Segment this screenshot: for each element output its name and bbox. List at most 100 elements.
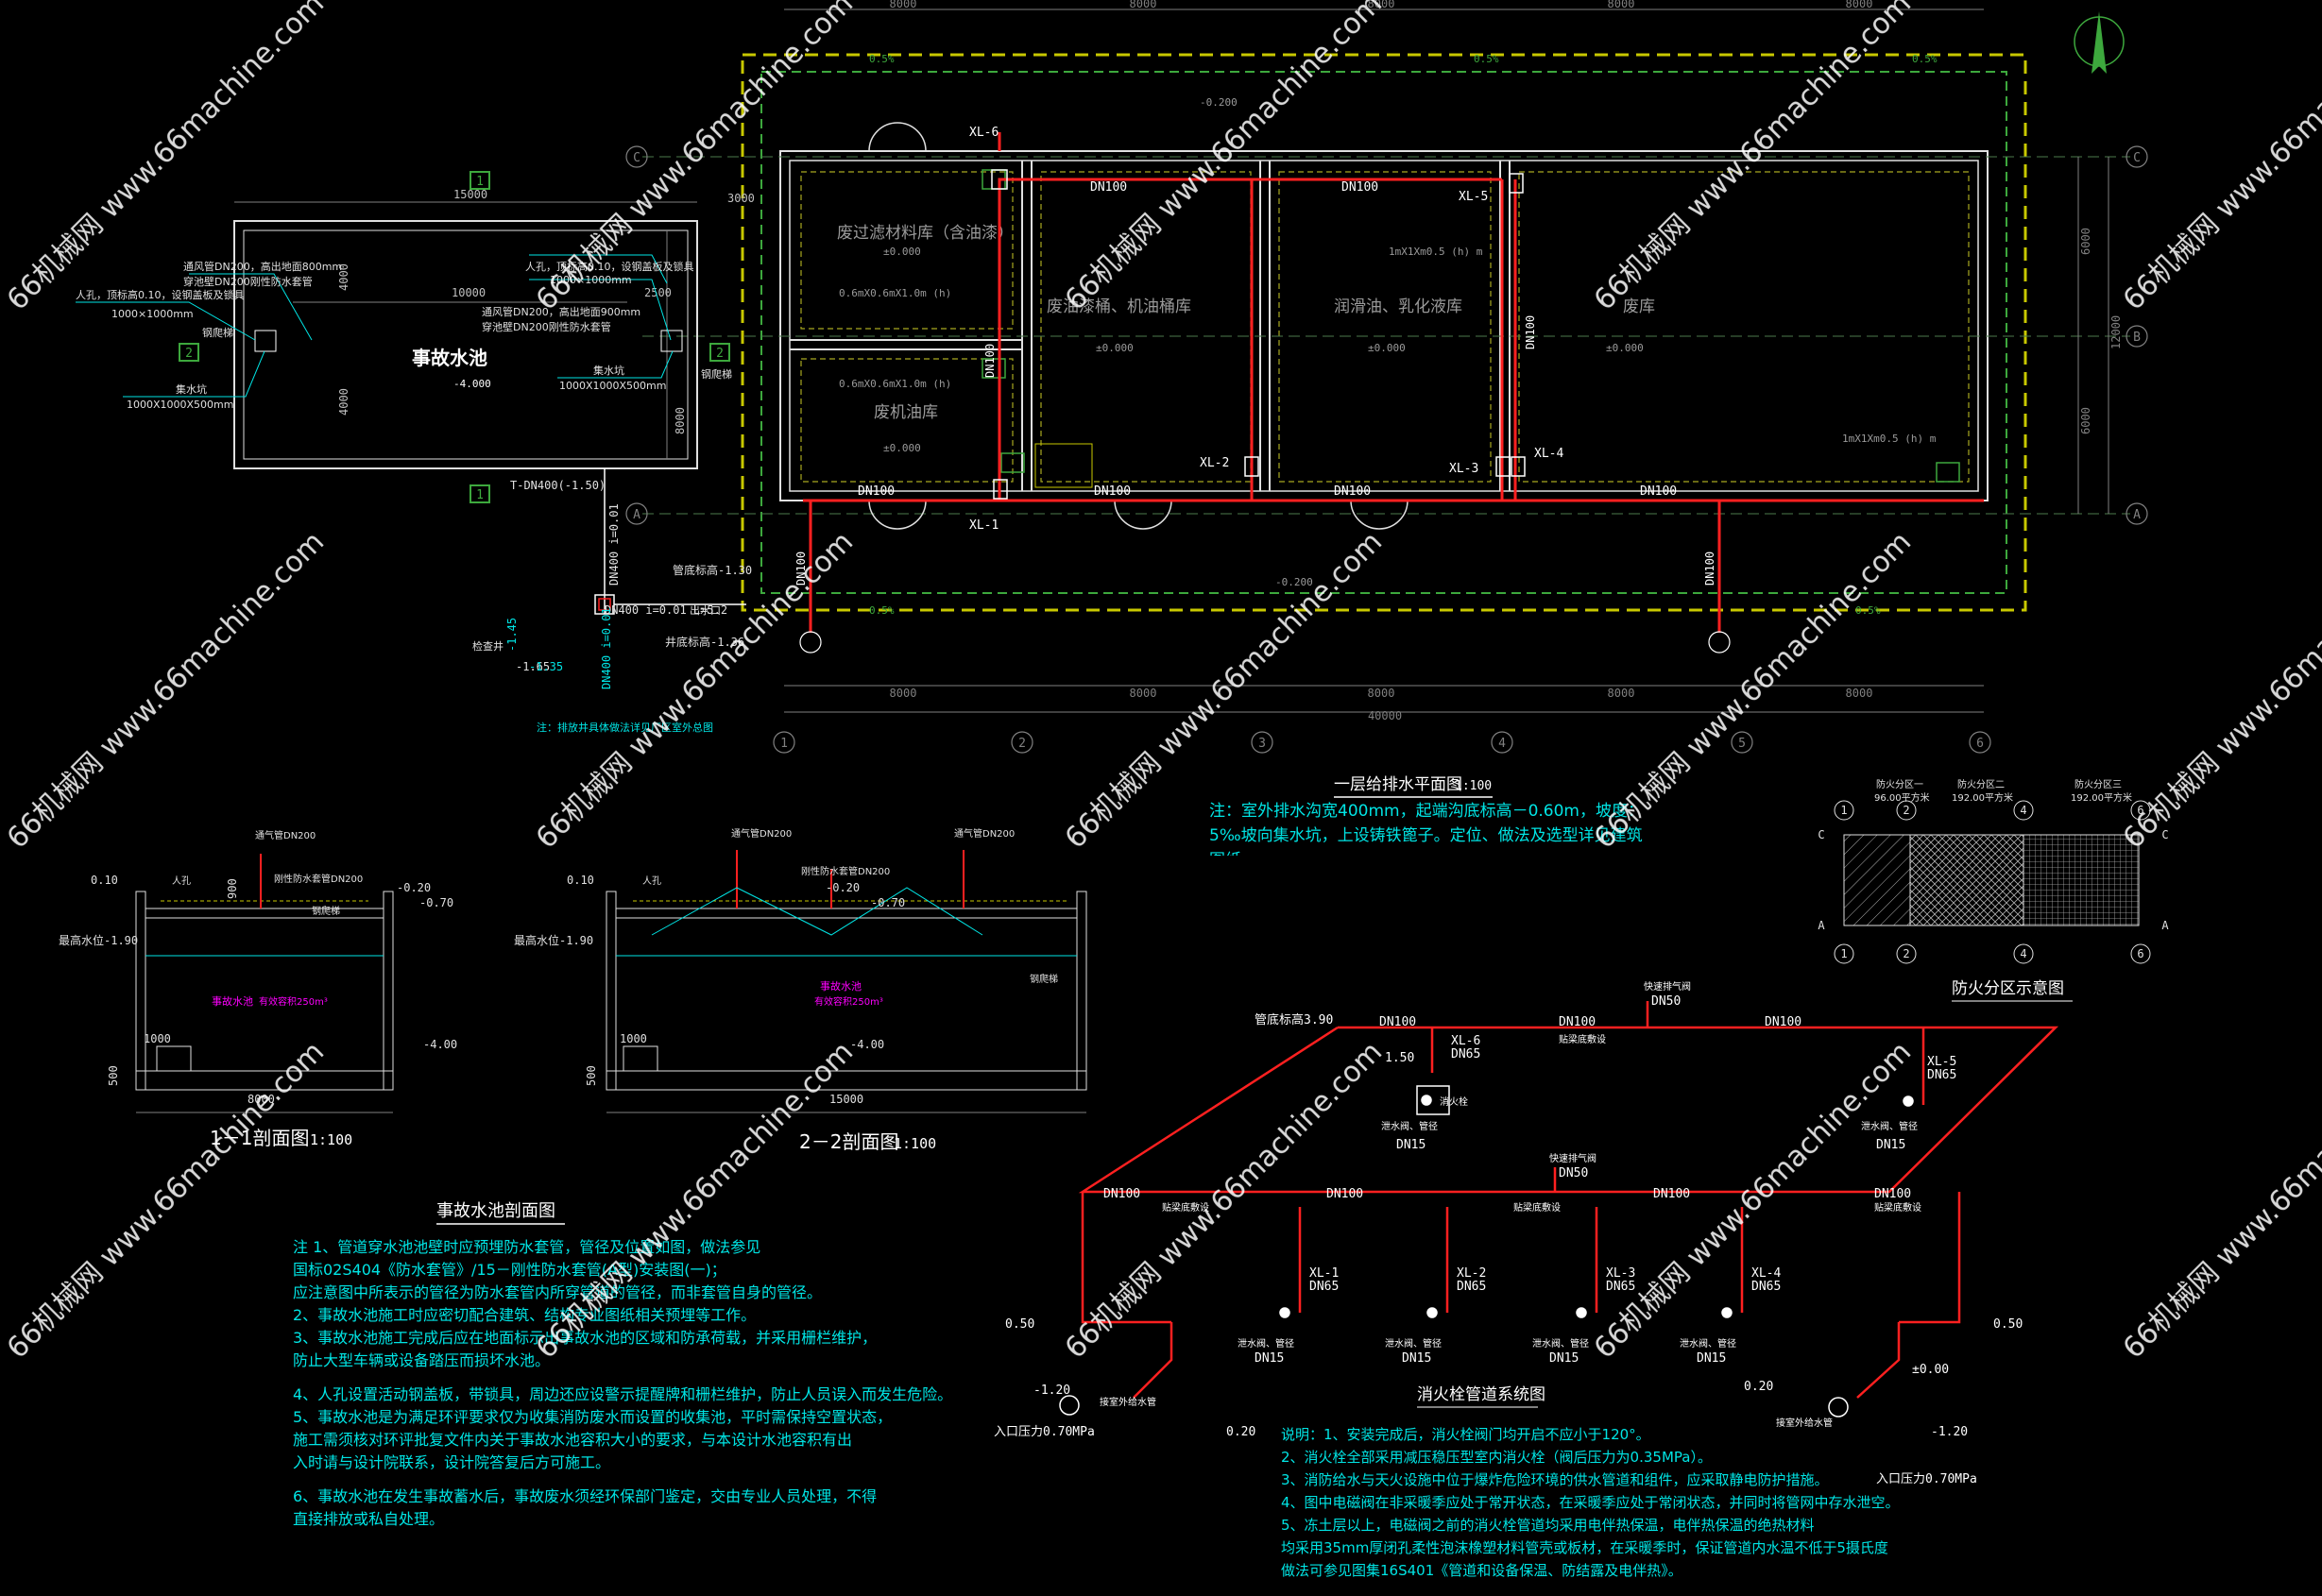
sys-dn50-2: DN50 bbox=[1559, 1166, 1588, 1180]
axis-label-1: 1 bbox=[780, 737, 788, 751]
room-label-big: 废库 bbox=[1623, 297, 1655, 316]
xl1-label: XL-1 bbox=[969, 518, 999, 533]
sys-dn100-5: DN100 bbox=[1326, 1187, 1363, 1201]
s1-lvl-020: -0.20 bbox=[397, 881, 431, 894]
sump-size-2: 1000X1000X500mm bbox=[559, 380, 667, 392]
sys-right-drop bbox=[1899, 1192, 1961, 1324]
room-label-oil-drum: 废油漆桶、机油桶库 bbox=[1047, 297, 1191, 316]
fz-axis-1-bot: 1 bbox=[1840, 947, 1847, 960]
s1-scale: 1:100 bbox=[310, 1131, 352, 1148]
leader-2 bbox=[189, 273, 313, 341]
pool-note-8: 施工需须核对环评批复文件内关于事故水池容积大小的要求，与本设计水池容积有出 bbox=[293, 1431, 852, 1449]
outlet-vertical-label: DN400 i=0.01 bbox=[600, 607, 613, 689]
plan-title-scale: 1:100 bbox=[1455, 779, 1492, 793]
axis-bubble-6 bbox=[1969, 731, 1991, 754]
fz-axis-2-top: 2 bbox=[1903, 804, 1909, 817]
sys-lvl-050-left: 0.50 bbox=[1005, 1317, 1034, 1332]
section-num-1b: 1 bbox=[476, 488, 484, 502]
level-outside-bottom: -0.200 bbox=[1275, 576, 1313, 588]
sys-hang-2: 贴梁底敷设 bbox=[1162, 1201, 1209, 1214]
pool-note-7: 5、事故水池是为满足环评要求仅为收集消防废水而设置的收集池，平时需保持空置状态， bbox=[293, 1408, 892, 1426]
sys-dn15-xl6: DN15 bbox=[1396, 1138, 1426, 1152]
zone-3-area-label: 192.00平方米 bbox=[2071, 791, 2132, 804]
s1-bottom-slab bbox=[135, 1070, 394, 1091]
level-5: ±0.000 bbox=[883, 442, 921, 454]
sump-label-2: 集水坑 bbox=[593, 364, 624, 377]
fz-bubble-2-top bbox=[1896, 800, 1917, 821]
pool-note-3: 2、事故水池施工时应密切配合建筑、结构专业图纸相关预埋等工作。 bbox=[293, 1306, 756, 1324]
s2-lvl-max: 最高水位-1.90 bbox=[514, 933, 593, 947]
dim-bot-3: 8000 bbox=[1368, 687, 1395, 700]
plan-title: 一层给排水平面图 bbox=[1334, 775, 1462, 794]
hydrant-xl5-icon bbox=[1903, 1095, 1914, 1107]
plan-note-box: 注：室外排水沟宽400mm，起端沟底标高－0.60m，坡度：5‰坡向集水坑，上设… bbox=[1209, 802, 1644, 856]
sys-lvl-020-left: 0.20 bbox=[1226, 1425, 1255, 1439]
fz-row-A-right: A bbox=[2161, 919, 2169, 932]
sys-lvl-000: ±0.00 bbox=[1912, 1363, 1949, 1377]
pool-level: -4.000 bbox=[453, 378, 491, 390]
sys-dn15-xl1: DN15 bbox=[1255, 1351, 1284, 1366]
dim-bot-4: 8000 bbox=[1608, 687, 1635, 700]
sump-pit-4 bbox=[1936, 462, 1960, 483]
sys-dn50-1: DN50 bbox=[1651, 994, 1681, 1009]
s1-lvl-070: -0.70 bbox=[419, 896, 453, 909]
axis-label-2: 2 bbox=[1018, 737, 1026, 751]
pipe-label-5: DN100 bbox=[1334, 484, 1371, 499]
s2-vent-label-2: 通气管DN200 bbox=[954, 827, 1015, 840]
sump-pit-3 bbox=[1000, 452, 1025, 473]
door-3 bbox=[1114, 500, 1144, 530]
s1-lvl-bottom: -4.00 bbox=[423, 1038, 457, 1051]
sys-dn100-6: DN100 bbox=[1653, 1187, 1690, 1201]
sys-dn65-xl5: DN65 bbox=[1927, 1068, 1956, 1082]
zone-1-area bbox=[1843, 834, 1911, 926]
room-outline-2 bbox=[800, 358, 1014, 483]
sys-drain-xl1: 泄水阀、管径 bbox=[1238, 1337, 1294, 1350]
sys-right-inlet bbox=[1856, 1322, 1901, 1399]
sys-lvl-150: 1.50 bbox=[1385, 1051, 1414, 1065]
fz-row-A-left: A bbox=[1818, 919, 1825, 932]
sys-inlet-label-right: 接室外给水管 bbox=[1776, 1417, 1833, 1429]
sys-dn65-xl3: DN65 bbox=[1606, 1280, 1635, 1294]
fz-bubble-2-bot bbox=[1896, 943, 1917, 964]
sys-lvl-390: 管底标高3.90 bbox=[1255, 1012, 1333, 1027]
leader-4 bbox=[123, 350, 265, 398]
slope-2: 0.5% bbox=[1474, 53, 1499, 65]
s2-d1000: 1000 bbox=[620, 1032, 647, 1045]
pipe-label-3: DN100 bbox=[858, 484, 895, 499]
s1-sump bbox=[156, 1045, 192, 1072]
fz-axis-4-bot: 4 bbox=[2020, 947, 2026, 960]
fz-bubble-6-top bbox=[2130, 800, 2151, 821]
pool-note-2: 应注意图中所表示的管径为防水套管内所穿管道的管径，而非套管自身的管径。 bbox=[293, 1283, 822, 1301]
room-label-waste-oil: 废机油库 bbox=[874, 403, 938, 422]
zone-2-label: 防火分区二 bbox=[1957, 778, 2005, 790]
pool-plan: 15000 10000 3000 2500 8000 4000 4000 事故水… bbox=[76, 171, 755, 734]
sys-lvl-120-right: -1.20 bbox=[1931, 1425, 1968, 1439]
fz-axis-1-top: 1 bbox=[1840, 804, 1847, 817]
sys-lvl-120-left: -1.20 bbox=[1033, 1384, 1070, 1398]
room-outline-5 bbox=[1518, 171, 1970, 483]
door-4 bbox=[1142, 500, 1172, 530]
sys-dn65-xl6: DN65 bbox=[1451, 1047, 1480, 1061]
inlet-bubble-1 bbox=[799, 631, 822, 654]
manhole-size-2: 1000×1000mm bbox=[550, 274, 632, 286]
pool-notes: 事故水池剖面图 注 1、管道穿水池池壁时应预埋防水套管，管径及位置如图，做法参见… bbox=[293, 1201, 952, 1528]
sys-note-6: 做法可参见图集16S401《管道和设备保温、防结露及电伴热》。 bbox=[1281, 1562, 1682, 1579]
sys-dn65-xl4: DN65 bbox=[1751, 1280, 1781, 1294]
sys-dn100-1: DN100 bbox=[1379, 1015, 1416, 1029]
xl5-label: XL-5 bbox=[1459, 190, 1488, 204]
section-num-2b: 2 bbox=[716, 347, 724, 361]
pool-note-6: 4、人孔设置活动钢盖板，带锁具，周边还应设警示提醒牌和栅栏维护，防止人员误入而发… bbox=[293, 1385, 952, 1403]
vent-label-1: 通风管DN200，高出地面800mm bbox=[183, 260, 342, 273]
pool-note-1: 国标02S404《防水套管》/15－刚性防水套管(A型)安装图(一)； bbox=[293, 1261, 726, 1279]
s1-w8000: 8000 bbox=[248, 1093, 275, 1106]
dim-bot-1: 8000 bbox=[890, 687, 917, 700]
s1-title: 1－1剖面图 bbox=[210, 1127, 309, 1149]
sys-note-0: 说明：1、安装完成后，消火栓阀门均开启不应小于120°。 bbox=[1281, 1426, 1650, 1443]
inlet-marker-left bbox=[1059, 1395, 1080, 1416]
pool-section-title: 事故水池剖面图 bbox=[436, 1201, 555, 1221]
s2-pipe-label: 刚性防水套管DN200 bbox=[801, 865, 890, 877]
sys-xl5-label: XL-5 bbox=[1927, 1055, 1956, 1069]
zone-3-label: 防火分区三 bbox=[2074, 778, 2122, 790]
hydrant-xl4-icon bbox=[1721, 1307, 1733, 1318]
room-label-filter: 废过滤材料库（含油漆） bbox=[837, 224, 1014, 243]
